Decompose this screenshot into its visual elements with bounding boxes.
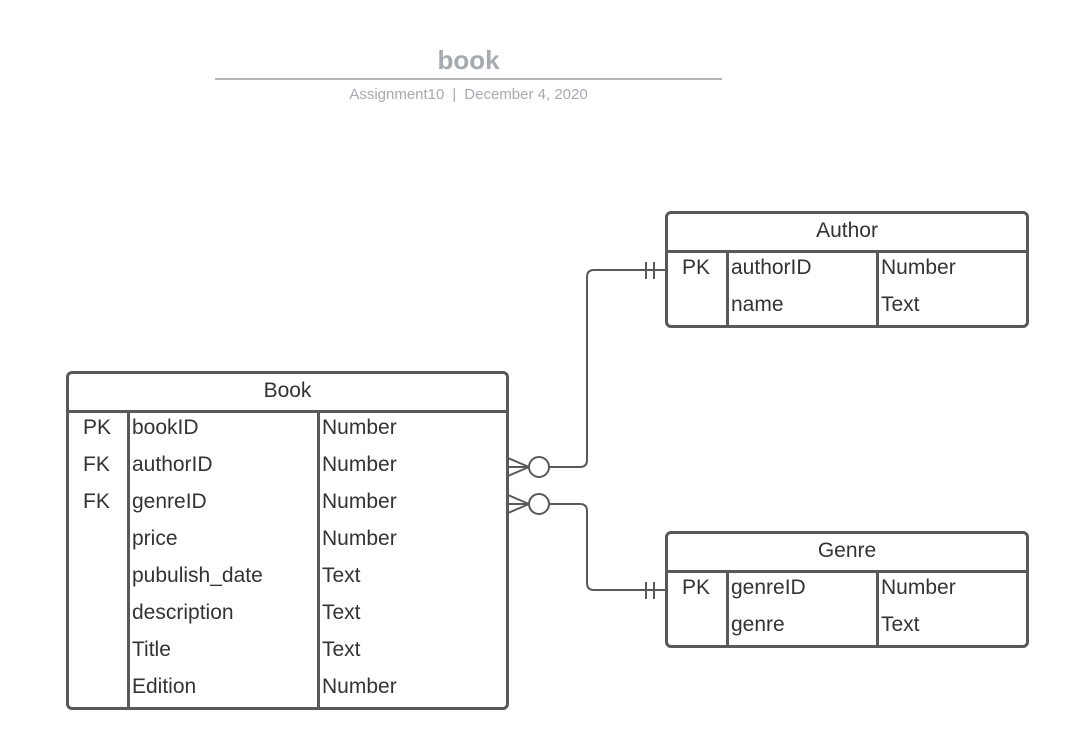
field-row: pubulish_date Text: [69, 561, 506, 598]
field-type: Text: [881, 293, 920, 316]
field-name: authorID: [132, 453, 213, 476]
field-type: Text: [322, 638, 361, 661]
book-author-crowfoot-icon: [507, 456, 550, 478]
field-name: name: [731, 293, 784, 316]
key-column-divider: [726, 253, 729, 327]
title-divider: [215, 78, 722, 80]
field-row: Edition Number: [69, 672, 506, 709]
field-name: genreID: [132, 490, 207, 513]
key-column-divider: [127, 413, 130, 709]
field-type: Number: [322, 527, 397, 550]
field-row: FK authorID Number: [69, 450, 506, 487]
field-row: FK genreID Number: [69, 487, 506, 524]
field-name: authorID: [731, 256, 812, 279]
author-one-mark-icon: [645, 262, 655, 279]
entity-book-name: Book: [69, 374, 506, 413]
field-type: Number: [322, 416, 397, 439]
field-name: Title: [132, 638, 171, 661]
field-name: Edition: [132, 675, 197, 698]
field-type: Text: [322, 601, 361, 624]
diagram-date: December 4, 2020: [464, 86, 588, 103]
field-type: Number: [322, 490, 397, 513]
field-type: Number: [322, 453, 397, 476]
field-type: Text: [322, 564, 361, 587]
project-name: Assignment10: [349, 86, 445, 103]
field-type: Number: [881, 256, 956, 279]
field-type: Number: [322, 675, 397, 698]
field-row: Title Text: [69, 635, 506, 672]
genre-one-mark-icon: [645, 582, 655, 599]
entity-author[interactable]: Author PK authorID Number name Text: [665, 211, 1029, 328]
field-name: bookID: [132, 416, 199, 439]
entity-author-fields: PK authorID Number name Text: [668, 253, 1026, 327]
field-key: PK: [682, 576, 711, 599]
field-row: description Text: [69, 598, 506, 635]
type-column-divider: [876, 573, 879, 647]
entity-author-name: Author: [668, 214, 1026, 253]
entity-book-fields: PK bookID Number FK authorID Number FK genreI…: [69, 413, 506, 709]
field-name: description: [132, 601, 234, 624]
field-type: Number: [881, 576, 956, 599]
field-name: price: [132, 527, 178, 550]
type-column-divider: [876, 253, 879, 327]
type-column-divider: [317, 413, 320, 709]
field-name: pubulish_date: [132, 564, 263, 587]
field-row: name Text: [668, 290, 1026, 327]
field-key: FK: [83, 490, 110, 513]
field-key: PK: [83, 416, 112, 439]
book-genre-connector: [549, 503, 665, 591]
field-row: price Number: [69, 524, 506, 561]
entity-genre-name: Genre: [668, 534, 1026, 573]
field-key: PK: [682, 256, 711, 279]
book-genre-crowfoot-icon: [507, 493, 550, 515]
diagram-title: book: [437, 45, 500, 75]
book-author-connector: [549, 269, 665, 468]
field-row: PK bookID Number: [69, 413, 506, 450]
field-type: Text: [881, 613, 920, 636]
field-name: genreID: [731, 576, 806, 599]
entity-genre-fields: PK genreID Number genre Text: [668, 573, 1026, 647]
entity-book[interactable]: Book PK bookID Number FK authorID Number FK g…: [66, 371, 509, 710]
field-name: genre: [731, 613, 785, 636]
entity-genre[interactable]: Genre PK genreID Number genre Text: [665, 531, 1029, 648]
field-row: PK genreID Number: [668, 573, 1026, 610]
key-column-divider: [726, 573, 729, 647]
field-row: PK authorID Number: [668, 253, 1026, 290]
field-row: genre Text: [668, 610, 1026, 647]
field-key: FK: [83, 453, 110, 476]
diagram-subtitle: Assignment10 | December 4, 2020: [215, 86, 722, 103]
subtitle-separator: |: [452, 86, 457, 103]
